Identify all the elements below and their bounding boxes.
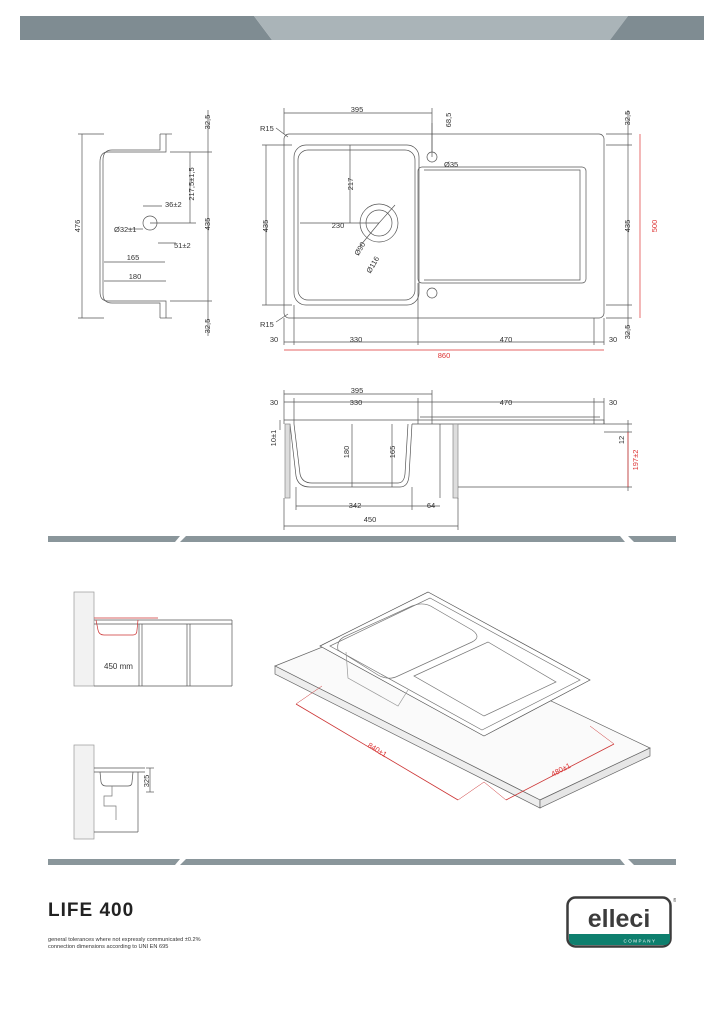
- isometric-view: [274, 591, 651, 809]
- section-height-197: 197±2: [631, 450, 640, 471]
- section-width-330: 330: [350, 398, 363, 407]
- registered-mark: ®: [673, 897, 676, 904]
- section-rim-12: 12: [617, 436, 626, 444]
- divider-band-2: [48, 859, 676, 865]
- section-cabinet-450: 450: [364, 515, 377, 524]
- top-right-top: 32,5: [623, 111, 632, 126]
- side-top-offset: 32,5: [203, 115, 212, 130]
- top-overall-width: 860: [438, 351, 451, 360]
- top-tap-dia: Ø35: [444, 160, 458, 169]
- installation-front-view: [73, 591, 233, 687]
- section-view: [279, 390, 632, 530]
- top-width-395: 395: [351, 105, 364, 114]
- side-dim-51: 51±2: [174, 241, 191, 250]
- top-waste-outer: Ø116: [364, 255, 381, 275]
- top-drainer-width: 470: [500, 335, 513, 344]
- top-left-height: 435: [261, 220, 270, 233]
- top-bottom-30-left: 30: [270, 335, 278, 344]
- tolerance-notes: general tolerances where not expressly c…: [48, 937, 201, 951]
- section-top-395: 395: [351, 386, 364, 395]
- side-width-180: 180: [129, 272, 142, 281]
- top-waste-inner: Ø90: [352, 240, 367, 257]
- side-bottom-offset: 32,5: [203, 319, 212, 334]
- top-tap-offset: 68,5: [444, 113, 453, 128]
- side-mid-height: 435: [203, 218, 212, 231]
- logo-tagline: COMPANY: [624, 939, 657, 944]
- install-cabinet-label: 450 mm: [104, 662, 133, 671]
- note-tolerances: general tolerances where not expressly c…: [48, 937, 201, 943]
- section-base-342: 342: [349, 501, 362, 510]
- section-depth-165: 165: [388, 446, 397, 459]
- section-edge-30-right: 30: [609, 398, 617, 407]
- top-view: [262, 108, 632, 345]
- section-drainer-470: 470: [500, 398, 513, 407]
- logo-wordmark: elleci: [588, 905, 651, 933]
- top-radius-bottom: R15: [260, 320, 274, 329]
- top-right-bottom: 32,5: [623, 325, 632, 340]
- top-right-height: 435: [623, 220, 632, 233]
- top-bowl-width: 330: [350, 335, 363, 344]
- section-depth-180: 180: [342, 446, 351, 459]
- install-cutout-length: 840±1: [366, 741, 388, 759]
- side-height-476: 476: [73, 220, 82, 233]
- section-gap-64: 64: [427, 501, 435, 510]
- section-edge-30-left: 30: [270, 398, 278, 407]
- side-dim-36: 36±2: [165, 200, 182, 209]
- install-height-325: 325: [142, 775, 151, 788]
- top-radius-top: R15: [260, 124, 274, 133]
- side-view: [78, 110, 212, 336]
- top-drain-offset: 230: [332, 221, 345, 230]
- section-rim-10: 10±1: [269, 430, 278, 447]
- installation-side-view: [73, 744, 154, 840]
- header-band: [20, 16, 704, 40]
- elleci-logo: elleci COMPANY ®: [566, 896, 676, 948]
- top-bottom-30-right: 30: [609, 335, 617, 344]
- divider-band-1: [48, 536, 676, 542]
- product-title: LIFE 400: [48, 900, 135, 921]
- note-connections: connection dimensions according to UNI E…: [48, 944, 169, 950]
- side-width-165: 165: [127, 253, 140, 262]
- side-drain-dia: Ø32±1: [114, 225, 136, 234]
- top-drain-height: 217: [346, 178, 355, 191]
- top-overall-depth: 500: [650, 220, 659, 233]
- side-drain-height: 217,5±1,5: [187, 167, 196, 200]
